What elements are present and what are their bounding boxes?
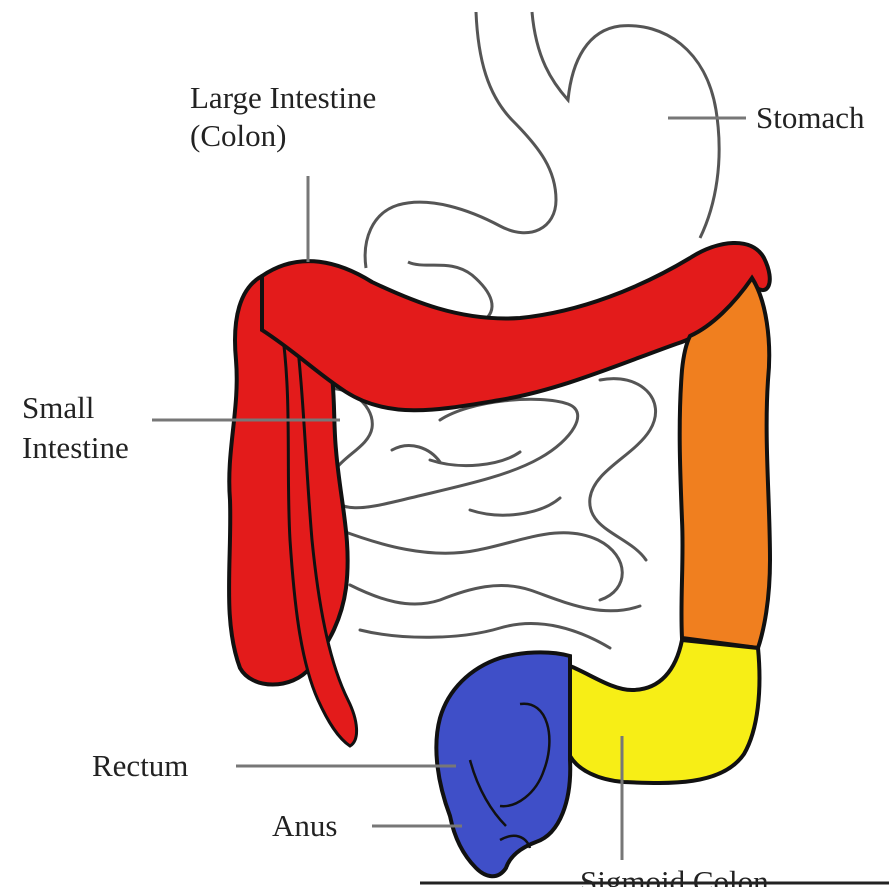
label-colon: (Colon) (190, 118, 286, 153)
label-anus: Anus (272, 808, 337, 843)
small-intestine (318, 379, 656, 648)
rectum (436, 652, 570, 876)
sigmoid-colon (570, 640, 759, 783)
label-small: Small (22, 390, 94, 425)
label-sigmoid-colon: Sigmoid Colon (580, 864, 769, 887)
label-large-intestine: Large Intestine (190, 80, 376, 115)
label-stomach: Stomach (756, 100, 865, 135)
label-intestine: Intestine (22, 430, 129, 465)
label-rectum: Rectum (92, 748, 188, 783)
descending-colon (680, 278, 770, 648)
